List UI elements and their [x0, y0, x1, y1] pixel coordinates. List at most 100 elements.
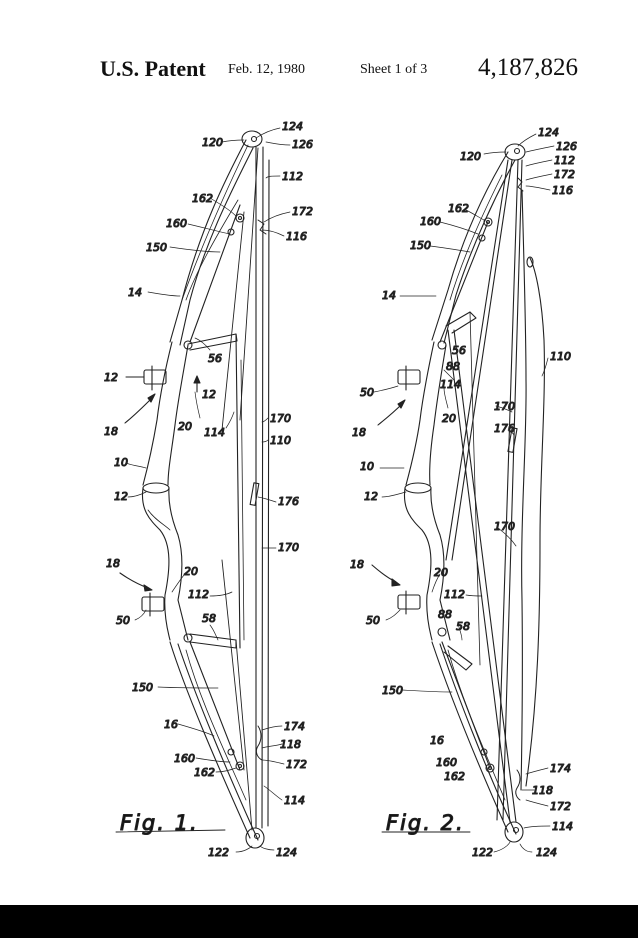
fig1-top-pulley	[241, 130, 263, 148]
patent-number: 4,187,826	[478, 54, 578, 81]
fig1-label-114a: 114	[204, 426, 225, 439]
fig2-label-50a: 50	[360, 386, 374, 399]
fig2-label-116: 116	[552, 184, 573, 197]
fig2-caption: Fig. 2.	[386, 811, 465, 835]
fig2-bottom-pulley	[504, 821, 524, 843]
fig1-label-20b: 20	[184, 565, 198, 578]
fig2-label-162a: 162	[448, 202, 469, 215]
fig2-upper-mount	[397, 365, 421, 391]
fig1-label-174: 174	[284, 720, 305, 733]
fig1-label-18b: 18	[106, 557, 120, 570]
fig2-label-114a: 114	[440, 378, 461, 391]
fig2-label-114b: 114	[552, 820, 573, 833]
fig1-bottom-pulley	[245, 827, 265, 849]
fig2-label-18a: 18	[352, 426, 366, 439]
fig1-label-172a: 172	[292, 205, 313, 218]
fig2-label-14: 14	[382, 289, 396, 302]
fig1-arrows	[119, 375, 201, 592]
fig1-label-170a: 170	[270, 412, 291, 425]
fig1-leader-lines	[125, 127, 291, 853]
sheet-number: Sheet 1 of 3	[360, 62, 428, 77]
fig2-label-124a: 124	[538, 126, 559, 139]
fig2-label-172b: 172	[550, 800, 571, 813]
patent-title: U.S. Patent	[100, 56, 206, 81]
fig2-labels: 124 126 120 112 172 116 162 160 150 14 5…	[349, 125, 577, 859]
fig1-label-58: 58	[202, 612, 216, 625]
bottom-black-bar	[0, 905, 638, 938]
fig2-arrows	[371, 399, 406, 587]
fig1-label-162a: 162	[192, 192, 213, 205]
fig1-upper-limb	[169, 139, 267, 431]
fig2-label-150b: 150	[382, 684, 403, 697]
fig2-label-170b: 170	[494, 520, 515, 533]
fig1-label-170b: 170	[278, 541, 299, 554]
fig1-label-160a: 160	[166, 217, 187, 230]
fig2-label-50b: 50	[366, 614, 380, 627]
fig1-label-126: 126	[292, 138, 313, 151]
fig1-label-124a: 124	[282, 120, 303, 133]
fig2-label-58: 58	[456, 620, 470, 633]
fig2-label-18b: 18	[350, 558, 364, 571]
patent-header: U.S. Patent Feb. 12, 1980 Sheet 1 of 3 4…	[0, 52, 638, 86]
fig1-label-18a: 18	[104, 425, 118, 438]
fig1-caption: Fig. 1.	[120, 811, 199, 835]
patent-drawing: 124 120 126 112 162 172 160 116 150 14 5…	[103, 119, 577, 859]
fig1-label-150a: 150	[146, 241, 167, 254]
fig2-label-112a: 112	[554, 154, 575, 167]
fig2-label-110: 110	[550, 350, 571, 363]
fig2-label-10: 10	[360, 460, 374, 473]
fig2-label-160a: 160	[420, 215, 441, 228]
fig2-label-88a: 88	[446, 360, 460, 373]
fig2-label-160b: 160	[436, 756, 457, 769]
fig1-label-118: 118	[280, 738, 301, 751]
fig2-label-172a: 172	[554, 168, 575, 181]
fig1-lower-limb	[169, 559, 263, 841]
fig1-upper-mount	[125, 365, 167, 391]
fig2-lower-limb	[431, 641, 517, 835]
fig2-label-88b: 88	[438, 608, 452, 621]
fig1-label-14: 14	[128, 286, 142, 299]
fig1-caption-underline	[115, 829, 226, 833]
fig2-label-120: 120	[460, 150, 481, 163]
fig2-label-162b: 162	[444, 770, 465, 783]
fig1-label-56: 56	[208, 352, 222, 365]
fig1-label-116: 116	[286, 230, 307, 243]
fig2-label-16: 16	[430, 734, 444, 747]
fig2-leader-lines	[373, 133, 555, 853]
fig1-riser	[141, 340, 193, 643]
fig2-upper-limb	[431, 151, 516, 344]
fig2-label-170a: 170	[494, 400, 515, 413]
fig2-riser	[403, 340, 451, 641]
fig2-label-122: 122	[472, 846, 493, 859]
fig1-label-160b: 160	[174, 752, 195, 765]
fig1-label-124b: 124	[276, 846, 297, 859]
fig2-label-124b: 124	[536, 846, 557, 859]
fig2-label-176: 176	[494, 422, 515, 435]
patent-date: Feb. 12, 1980	[228, 62, 305, 77]
figure-2: 124 126 120 112 172 116 162 160 150 14 5…	[349, 125, 577, 859]
fig2-label-126: 126	[556, 140, 577, 153]
fig1-label-16: 16	[164, 718, 178, 731]
fig2-label-12: 12	[364, 490, 378, 503]
fig2-label-20b: 20	[434, 566, 448, 579]
fig1-label-176: 176	[278, 495, 299, 508]
fig1-label-20a: 20	[178, 420, 192, 433]
fig1-label-162b: 162	[194, 766, 215, 779]
fig1-bowstring	[240, 146, 270, 829]
fig1-label-114b: 114	[284, 794, 305, 807]
fig1-label-110: 110	[270, 434, 291, 447]
fig2-label-56: 56	[452, 344, 466, 357]
fig1-label-150b: 150	[132, 681, 153, 694]
fig1-labels: 124 120 126 112 162 172 160 116 150 14 5…	[103, 119, 313, 859]
fig1-label-12c: 12	[114, 490, 128, 503]
fig1-label-172b: 172	[286, 758, 307, 771]
fig1-label-10: 10	[114, 456, 128, 469]
fig1-label-12b: 12	[202, 388, 216, 401]
fig1-label-120: 120	[202, 136, 223, 149]
fig1-label-122: 122	[208, 846, 229, 859]
fig1-label-112a: 112	[282, 170, 303, 183]
fig2-label-174: 174	[550, 762, 571, 775]
fig2-label-20a: 20	[442, 412, 456, 425]
figure-1: 124 120 126 112 162 172 160 116 150 14 5…	[103, 119, 313, 859]
fig1-lower-mount	[141, 592, 165, 617]
